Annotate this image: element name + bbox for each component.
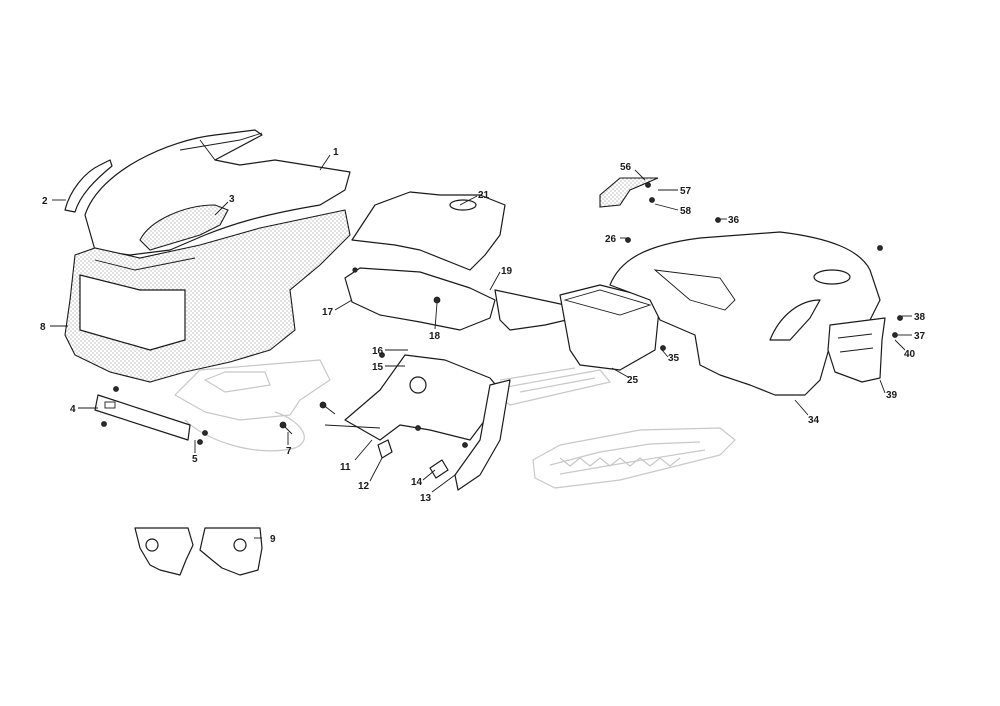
callout-3: 3: [229, 194, 235, 205]
callout-4: 4: [70, 404, 76, 415]
rear-fender-part-34: [609, 231, 881, 396]
callout-2: 2: [42, 196, 48, 207]
hood-part-1: [84, 129, 351, 256]
callout-14: 14: [411, 477, 423, 488]
screw-part-7: [279, 401, 336, 435]
callout-16: 16: [372, 346, 384, 357]
rear-panel-part-39: [827, 317, 886, 383]
dash-cover-part-21: [351, 191, 506, 271]
callout-34: 34: [808, 415, 820, 426]
callout-13: 13: [420, 493, 432, 504]
callout-56: 56: [620, 162, 632, 173]
callout-5: 5: [192, 454, 198, 465]
callout-38: 38: [914, 312, 926, 323]
callout-19: 19: [501, 266, 513, 277]
callout-9: 9: [270, 534, 276, 545]
callout-7: 7: [286, 446, 292, 457]
callout-58: 58: [680, 206, 692, 217]
storage-box-part-25: [559, 284, 661, 371]
callout-57: 57: [680, 186, 692, 197]
mount-plate-part-4: [94, 386, 208, 445]
callout-15: 15: [372, 362, 384, 373]
callout-17: 17: [322, 307, 334, 318]
footwell-panel-part-11: [324, 354, 501, 441]
bracket-part-2: [64, 159, 113, 213]
callout-40: 40: [904, 349, 916, 360]
bracket-part-12: [377, 439, 393, 459]
callout-25: 25: [627, 375, 639, 386]
grip-part-56: [599, 177, 659, 208]
callout-21: 21: [478, 190, 490, 201]
clip-part-14: [429, 459, 449, 479]
hood-badge-part-3: [139, 204, 229, 251]
leader-lines: [50, 154, 912, 539]
front-panel-part-8: [64, 209, 351, 383]
callout-11: 11: [340, 462, 351, 473]
gasket-part-9: [134, 527, 263, 576]
fasteners: [379, 217, 903, 448]
callout-1: 1: [333, 147, 339, 158]
callout-35: 35: [668, 353, 680, 364]
callout-12: 12: [358, 481, 370, 492]
callout-37: 37: [914, 331, 926, 342]
callout-39: 39: [886, 390, 898, 401]
trim-strip-part-13: [454, 379, 511, 491]
callout-labels: 1 2 3 4 5 7 8 9 11 12 13 14 15 16 17 18 …: [40, 147, 926, 545]
dash-tray-part-17: [344, 267, 496, 331]
callout-18: 18: [429, 331, 441, 342]
callout-26: 26: [605, 234, 617, 245]
callout-36: 36: [728, 215, 740, 226]
callout-8: 8: [40, 322, 46, 333]
